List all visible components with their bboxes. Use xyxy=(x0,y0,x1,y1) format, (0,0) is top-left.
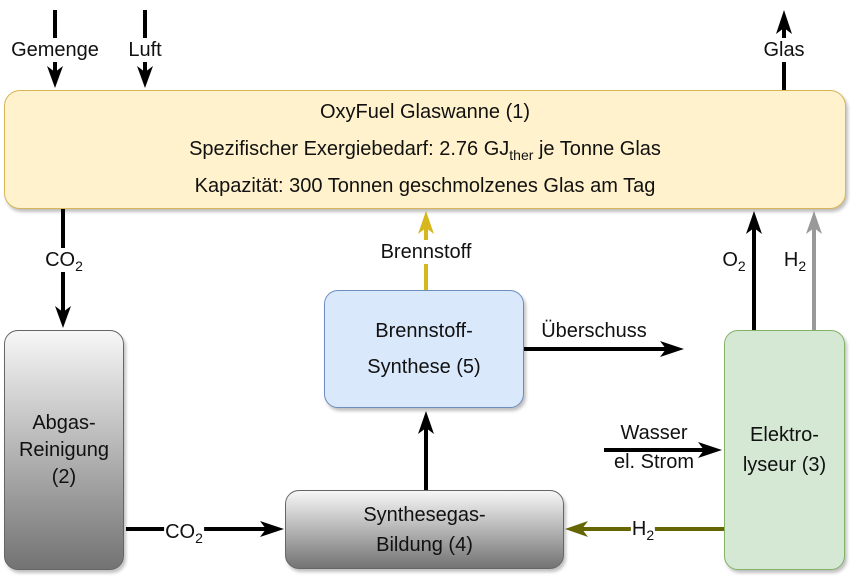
o2-sub: 2 xyxy=(737,258,746,274)
glas-label: Glas xyxy=(762,38,806,62)
h2-base: H xyxy=(783,249,799,271)
synth-line2: Bildung (4) xyxy=(376,533,473,556)
o2-label: O2 xyxy=(721,248,747,274)
o2-base: O xyxy=(722,249,738,271)
elek-line1: Elektro- xyxy=(750,424,819,446)
synthesegas-bildung-box: Synthesegas- Bildung (4) xyxy=(285,490,564,569)
glaswanne-exergy: Spezifischer Exergiebedarf: 2.76 GJther … xyxy=(189,131,661,168)
glaswanne-title: OxyFuel Glaswanne (1) xyxy=(319,101,531,123)
co2-sub: 2 xyxy=(75,258,83,274)
luft-label: Luft xyxy=(127,38,163,62)
brenn-line2: Synthese (5) xyxy=(367,356,481,378)
wasser-label: Wasser xyxy=(620,422,688,444)
co2-base: CO xyxy=(45,249,76,271)
exergy-text: Spezifischer Exergiebedarf: 2.76 GJ xyxy=(189,138,510,160)
brennstoff-label: Brennstoff xyxy=(379,240,473,264)
h2-top-label: H2 xyxy=(782,248,808,274)
strom-label: el. Strom xyxy=(613,451,695,473)
brennstoff-synthese-box: Brennstoff- Synthese (5) xyxy=(324,290,524,408)
abgas-reinigung-box: Abgas- Reinigung (2) xyxy=(4,330,124,570)
elektrolyseur-box: Elektro- lyseur (3) xyxy=(724,330,845,570)
h2-bottom-label: H2 xyxy=(630,517,656,543)
h2-bottom-base: H xyxy=(631,518,647,540)
gemenge-label: Gemenge xyxy=(10,38,100,62)
oxyfuel-glaswanne-box: OxyFuel Glaswanne (1) Spezifischer Exerg… xyxy=(4,90,846,209)
elek-line2: lyseur (3) xyxy=(742,454,827,476)
h2-bottom-sub: 2 xyxy=(646,527,655,543)
co2-top-label: CO2 xyxy=(44,248,84,274)
ueberschuss-label: Überschuss xyxy=(541,320,647,342)
exergy-sub: ther xyxy=(509,147,534,163)
co2-bottom-base: CO xyxy=(165,521,196,543)
abgas-line3: (2) xyxy=(51,465,77,488)
exergy-unit: je Tonne Glas xyxy=(533,138,661,160)
abgas-line2: Reinigung xyxy=(18,438,110,461)
glaswanne-capacity: Kapazität: 300 Tonnen geschmolzenes Glas… xyxy=(194,175,656,197)
brenn-line1: Brennstoff- xyxy=(375,320,473,342)
h2-sub: 2 xyxy=(798,258,807,274)
synth-line1: Synthesegas- xyxy=(363,503,486,526)
abgas-line1: Abgas- xyxy=(32,411,96,434)
co2-bottom-sub: 2 xyxy=(195,530,203,546)
co2-bottom-label: CO2 xyxy=(164,520,204,546)
